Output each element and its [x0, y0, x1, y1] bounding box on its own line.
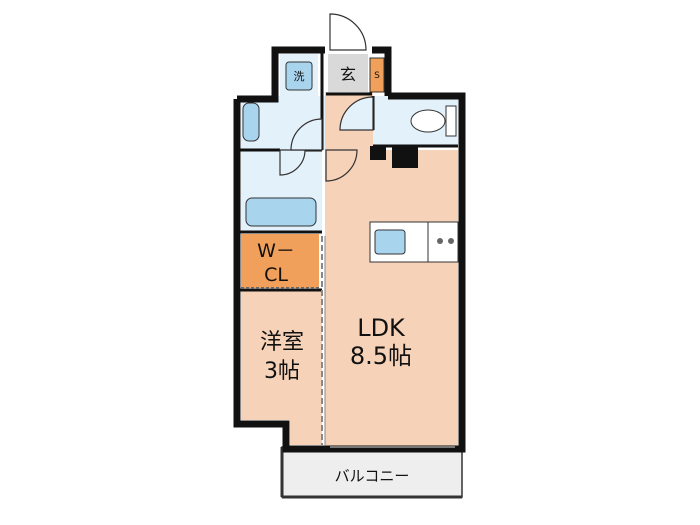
washbasin — [242, 102, 260, 142]
wcl-floor — [241, 234, 319, 288]
ldk-size: 8.5帖 — [350, 342, 412, 370]
pipe-shaft-small — [370, 146, 386, 160]
bath-door — [279, 149, 306, 176]
doors — [279, 13, 374, 182]
pipe-shaft — [392, 146, 418, 168]
balcony-label: バルコニー — [335, 467, 410, 485]
walls — [233, 46, 466, 453]
shoe-box-label: S — [374, 71, 380, 81]
stove-burner-right — [448, 238, 454, 244]
toilet-tank — [445, 105, 457, 137]
washer-label: 洗 — [294, 70, 305, 83]
wcl-label-line1: W－ — [257, 240, 295, 262]
front-door — [329, 13, 367, 51]
toilet-bowl — [410, 109, 446, 133]
toilet-door — [339, 96, 374, 131]
western-room-name: 洋室 — [260, 330, 304, 355]
wcl-label-line2: CL — [264, 264, 288, 286]
kitchen-sink — [374, 229, 406, 255]
stove-burner-left — [437, 238, 443, 244]
western-room-floor — [241, 290, 322, 445]
ldk-floor — [325, 150, 458, 448]
shoe-box — [369, 57, 385, 93]
entrance-floor — [328, 54, 368, 94]
bathtub — [245, 197, 317, 227]
ldk-door — [325, 149, 358, 182]
washroom-door — [290, 118, 323, 151]
washer-pan — [285, 61, 313, 91]
entrance-label: 玄 — [340, 65, 356, 84]
ldk-name: LDK — [357, 314, 406, 342]
western-room-size: 3帖 — [264, 359, 300, 384]
